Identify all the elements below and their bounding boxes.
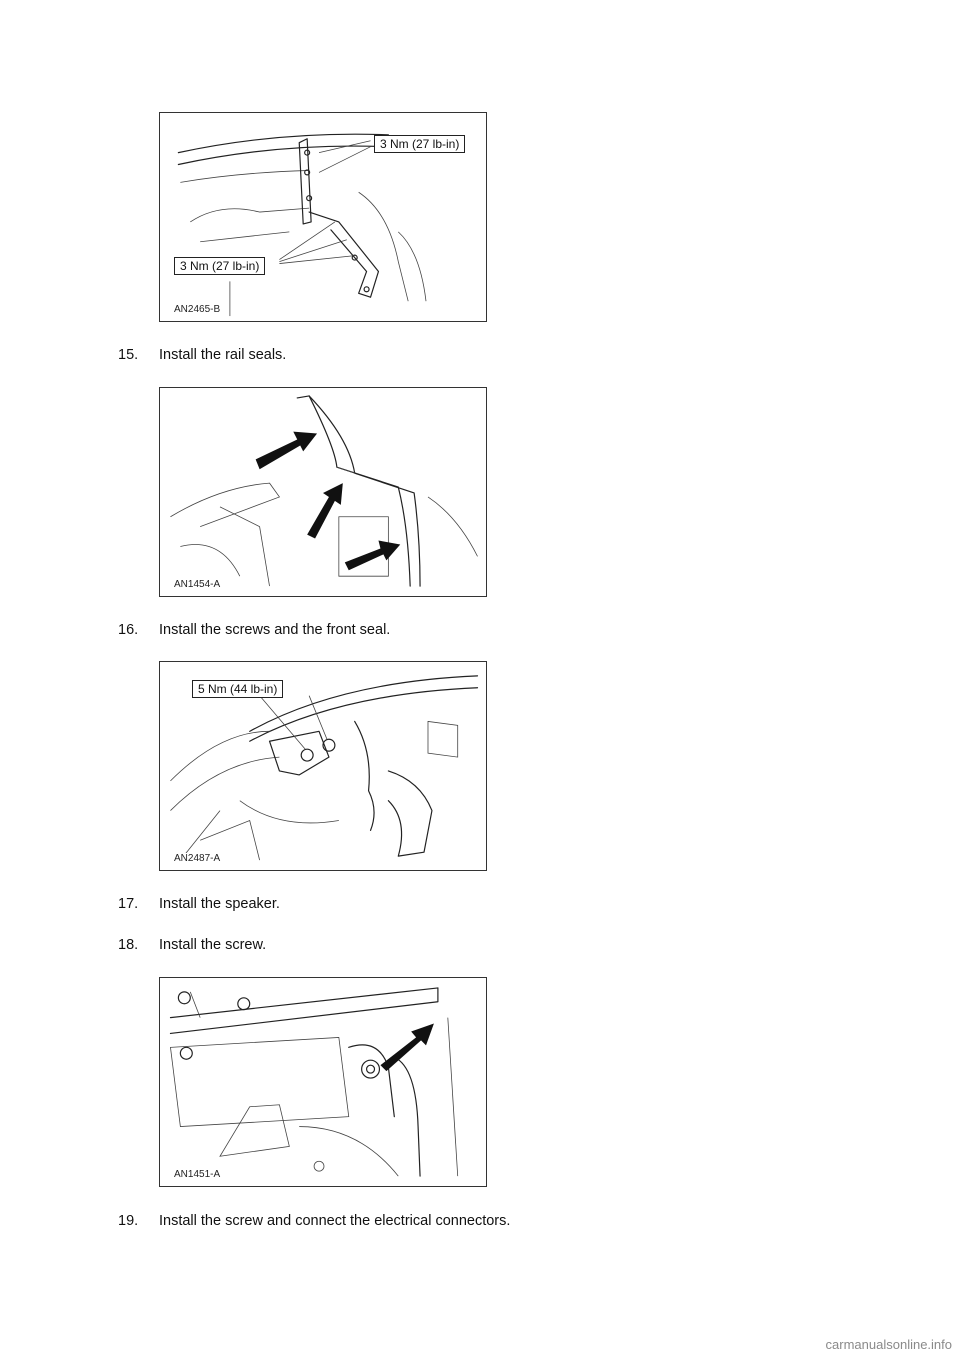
torque-callout-lower: 3 Nm (27 lb-in): [174, 257, 266, 275]
figure-an1451-a: AN1451-A: [159, 977, 487, 1187]
figure-an2465-b: 3 Nm (27 lb-in) 3 Nm (27 lb-in) AN2465-B: [159, 112, 487, 322]
step-text: Install the screws and the front seal.: [159, 622, 391, 638]
step-number: 18.: [118, 937, 139, 953]
torque-callout: 5 Nm (44 lb-in): [192, 680, 284, 698]
step-text: Install the screw.: [159, 937, 267, 953]
front-seal-screws-illustration: [170, 675, 479, 861]
step-18: 18. Install the screw.: [118, 937, 266, 953]
step-text: Install the rail seals.: [159, 347, 287, 363]
figure-code: AN1454-A: [172, 579, 223, 590]
rail-seals-illustration: [170, 395, 478, 587]
figure-code: AN1451-A: [172, 1169, 223, 1180]
speaker-screw-illustration: [169, 987, 459, 1177]
step-number: 17.: [118, 896, 139, 912]
step-17: 17. Install the speaker.: [118, 896, 280, 912]
rail-bracket-illustration: [177, 133, 427, 317]
step-number: 19.: [118, 1213, 139, 1229]
step-number: 16.: [118, 622, 139, 638]
step-15: 15. Install the rail seals.: [118, 347, 286, 363]
figure-an1454-a: AN1454-A: [159, 387, 487, 597]
figure-code: AN2465-B: [172, 304, 223, 315]
step-16: 16. Install the screws and the front seal…: [118, 622, 390, 638]
step-19: 19. Install the screw and connect the ele…: [118, 1213, 510, 1229]
step-number: 15.: [118, 347, 139, 363]
figure-an2487-a: 5 Nm (44 lb-in) AN2487-A: [159, 661, 487, 871]
figure-code: AN2487-A: [172, 853, 223, 864]
torque-callout-upper: 3 Nm (27 lb-in): [374, 135, 466, 153]
step-text: Install the screw and connect the electr…: [159, 1213, 511, 1229]
watermark: carmanualsonline.info: [825, 1337, 952, 1352]
step-text: Install the speaker.: [159, 896, 280, 912]
